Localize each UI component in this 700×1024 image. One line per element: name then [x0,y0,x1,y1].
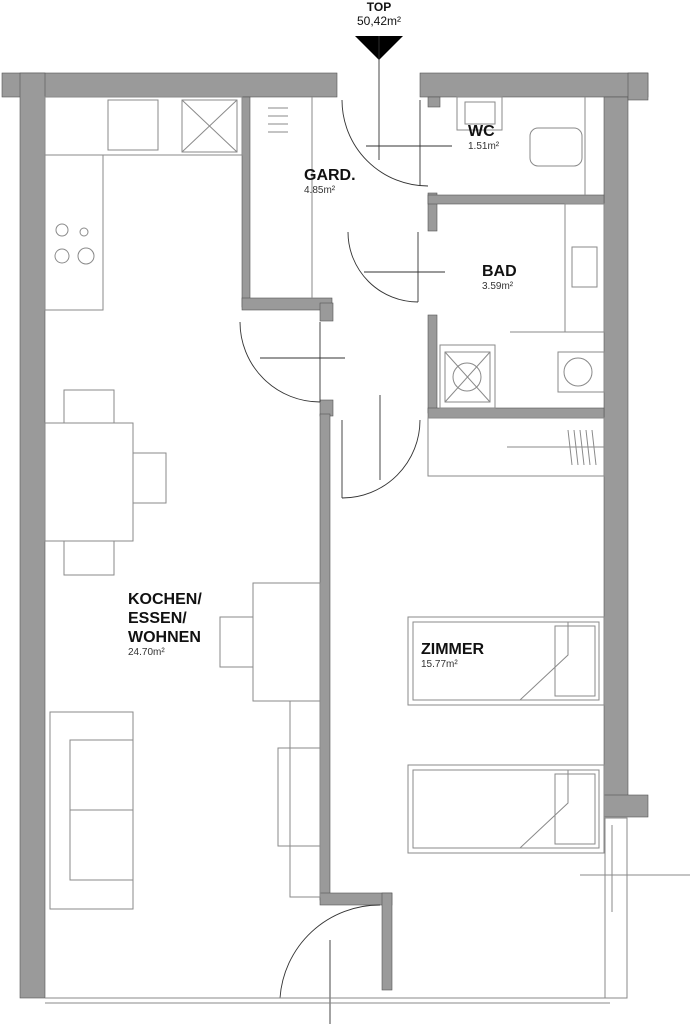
room-name: BAD [482,263,517,280]
room-area: 15.77m² [421,659,458,670]
room-label-wc: WC 1.51m² [468,122,499,152]
room-area: 1.51m² [468,141,500,152]
room-area: 24.70m² [128,647,165,658]
room-name-line: KOCHEN/ [128,591,202,608]
room-name-line: WOHNEN [128,629,201,646]
room-area: 4.85m² [304,185,336,196]
room-label-zimmer: ZIMMER 15.77m² [421,640,484,670]
unit-title: TOP [366,0,392,14]
room-label-gard: GARD. 4.85m² [304,166,356,196]
room-name: WC [468,123,495,140]
walls [1,72,649,999]
room-name: GARD. [304,167,356,184]
doors [239,99,445,1024]
room-name-line: ESSEN/ [128,610,187,627]
room-label-kochen-essen-wohnen: KOCHEN/ ESSEN/ WOHNEN 24.70m² [128,590,202,658]
room-area: 3.59m² [482,281,514,292]
room-name: ZIMMER [421,641,485,658]
unit-area: 50,42m² [356,14,402,28]
room-label-bad: BAD 3.59m² [482,262,517,292]
furniture [44,96,690,1004]
unit-label: TOP 50,42m² [340,0,418,28]
